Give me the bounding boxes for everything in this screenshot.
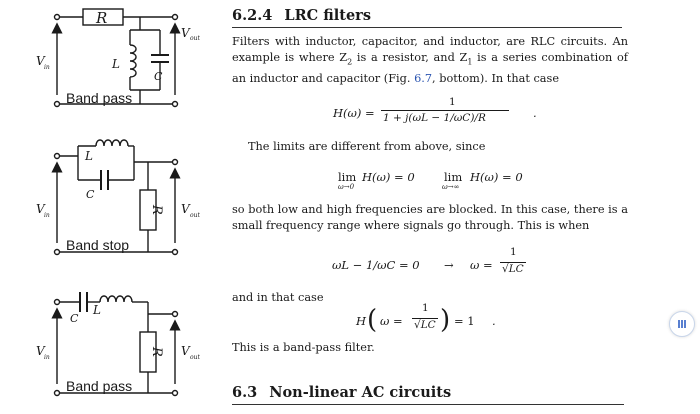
vout-sub: out [190, 212, 200, 219]
vin-label: V [36, 344, 46, 358]
paren-left: ( [367, 305, 378, 335]
eq4-period: . [492, 314, 496, 328]
paragraph-intro: Filters with inductor, capacitor, and in… [232, 34, 628, 87]
vout-label: V [181, 26, 191, 40]
section-number: 6.2.4 [232, 7, 273, 24]
circuit-band-pass-bottom: C L R V in V out Band pass [36, 292, 200, 397]
vin-label: V [36, 202, 46, 216]
paragraph-limits-intro: The limits are different from above, sin… [248, 140, 486, 153]
paragraph-conclusion: This is a band-pass filter. [232, 341, 375, 354]
eq3-omega: ω = [470, 258, 493, 272]
fraction-bar [412, 318, 438, 319]
terminal-dot [53, 248, 61, 256]
para1-text-d: , bottom). In that case [432, 72, 559, 86]
para1-text-c: is a series combination of an inductor a… [232, 51, 628, 86]
terminal-dot [171, 100, 179, 108]
eq1-period: . [533, 106, 537, 120]
terminal-dot [171, 310, 179, 318]
para1-text-a: Filters with inductor, capacitor, and in… [232, 35, 628, 65]
terminal-dot [171, 158, 179, 166]
side-menu-button[interactable] [669, 311, 695, 337]
eq1-denominator: 1 + j(ωL − 1/ωC)/R [383, 112, 486, 124]
inductor-coil [129, 44, 137, 78]
inductor-label: L [84, 149, 93, 163]
terminal-dot [53, 13, 61, 21]
eq3-denominator: √LC [502, 263, 524, 275]
vout-sub: out [190, 354, 200, 361]
fraction-bar [500, 262, 526, 263]
text-column: 6.2.4 LRC filters Filters with inductor,… [228, 0, 628, 410]
eq2-expr1: H(ω) = 0 [362, 170, 415, 184]
eq2-lim1: lim [338, 170, 357, 184]
inductor-coil [99, 295, 133, 303]
eq4-numerator: 1 [422, 302, 429, 314]
inductor-label: L [92, 303, 101, 317]
terminal-dot [53, 100, 61, 108]
circuit-figure: R L C V in V out Band pass [0, 0, 215, 410]
inductor-label: L [111, 57, 120, 71]
figure-reference-link[interactable]: 6.7 [414, 72, 433, 86]
section-heading-next: 6.3 Non-linear AC circuits [232, 384, 624, 405]
section-title: Non-linear AC circuits [269, 384, 452, 401]
terminal-dot [53, 389, 61, 397]
eq3-lhs: ωL − 1/ωC = 0 [332, 258, 420, 272]
menu-icon [678, 320, 686, 328]
para1-text-b: is a resistor, and Z [352, 51, 468, 65]
paren-right: ) [440, 305, 451, 335]
terminal-dot [53, 152, 61, 160]
resistor-label: R [149, 204, 164, 215]
circuit-caption: Band pass [66, 90, 132, 106]
vin-sub: in [44, 64, 50, 71]
eq4-omega: ω = [380, 314, 403, 328]
vout-label: V [181, 344, 191, 358]
eq3-numerator: 1 [510, 246, 517, 258]
eq1-lhs: H(ω) = [333, 106, 375, 120]
circuit-band-stop: L C R V in V out Band stop [36, 139, 200, 256]
circuit-caption: Band pass [66, 378, 132, 394]
terminal-dot [53, 298, 61, 306]
vin-sub: in [44, 354, 50, 361]
eq2-expr2: H(ω) = 0 [470, 170, 523, 184]
resistor-label: R [95, 9, 107, 27]
vin-label: V [36, 54, 46, 68]
vout-label: V [181, 202, 191, 216]
section-heading: 6.2.4 LRC filters [232, 7, 622, 28]
paragraph-in-that-case: and in that case [232, 291, 324, 304]
para1-sub-a: 2 [347, 57, 353, 67]
inductor-coil [95, 139, 129, 147]
terminal-dot [171, 248, 179, 256]
resistor-label: R [149, 346, 164, 357]
paragraph-blocked: so both low and high frequencies are blo… [232, 203, 628, 233]
eq2-lim2: lim [444, 170, 463, 184]
circuit-diagrams-svg: R L C V in V out Band pass [36, 8, 200, 397]
para1-sub-b: 1 [467, 57, 473, 67]
section-title: LRC filters [284, 7, 371, 24]
eq4-rhs: = 1 [454, 314, 475, 328]
eq4-denominator: √LC [414, 319, 436, 331]
eq2-sub1: ω→0 [338, 183, 355, 191]
capacitor-label: C [86, 188, 95, 201]
eq1-numerator: 1 [449, 96, 456, 108]
eq2-sub2: ω→∞ [442, 183, 460, 191]
vin-sub: in [44, 212, 50, 219]
circuit-caption: Band stop [66, 237, 129, 253]
terminal-dot [171, 389, 179, 397]
section-number: 6.3 [232, 384, 258, 401]
capacitor-label: C [154, 70, 163, 83]
capacitor-label: C [70, 312, 79, 325]
vout-sub: out [190, 35, 200, 42]
eq4-h: H [356, 314, 367, 328]
circuit-band-pass-top: R L C V in V out Band pass [36, 8, 200, 108]
eq3-arrow: → [444, 258, 454, 272]
fraction-bar [381, 110, 509, 111]
terminal-dot [171, 13, 179, 21]
